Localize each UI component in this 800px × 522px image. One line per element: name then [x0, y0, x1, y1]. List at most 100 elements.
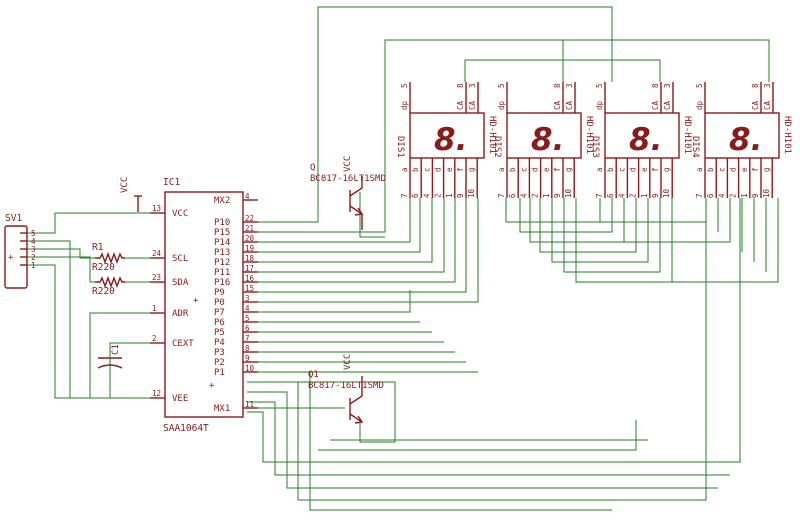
display-top-pin-sub: CA	[565, 100, 574, 110]
display-bottom-pin-sub: c	[617, 167, 626, 172]
ic-pin-number: 22	[245, 214, 254, 223]
display-bottom-pin: 6	[508, 193, 517, 198]
display-bottom-pin: 10	[662, 188, 671, 198]
display-bottom-pin-sub: d	[434, 167, 443, 172]
ic-pin-name: P0	[214, 298, 225, 308]
display-top-pin: 5	[695, 83, 704, 88]
ic-pin-number: 7	[245, 334, 250, 343]
display-bottom-pin: 9	[651, 193, 660, 198]
display-top-pin: 8	[651, 83, 660, 88]
ic-pin-number: 13	[152, 204, 161, 213]
ic-center-mark: +	[209, 381, 215, 391]
ic-pin-number: 8	[245, 344, 250, 353]
display-bottom-pin: 1	[445, 193, 454, 198]
display-bottom-pin-sub: e	[640, 167, 649, 172]
display-top-pin: 8	[751, 83, 760, 88]
display-top-pin-sub: CA	[553, 100, 562, 110]
ic-pin-number: 4	[245, 192, 250, 201]
ic-pin-number: 18	[245, 254, 255, 263]
display-bottom-pin: 7	[400, 193, 409, 198]
ic-pin-name: SDA	[172, 278, 189, 288]
display-digit: 8.	[531, 122, 564, 158]
wiring	[27, 6, 779, 511]
display-bottom-pin: 9	[553, 193, 562, 198]
ic-pin-name: P14	[214, 238, 230, 248]
display-bottom-pin-sub: a	[400, 167, 409, 172]
ic-pin-name: P1	[214, 368, 225, 378]
r1-value: R220	[92, 262, 115, 273]
display-part: HD-H101	[682, 116, 692, 154]
ic-orientation-mark: +	[193, 296, 199, 306]
display-bottom-pin: 7	[497, 193, 506, 198]
display-bottom-pin-sub: a	[695, 167, 704, 172]
ic-pin-number: 10	[245, 364, 255, 373]
display-part: HD-H101	[584, 116, 594, 154]
display-bottom-pin: 2	[729, 193, 738, 198]
display-top-pin-sub: CA	[468, 100, 477, 110]
ic-pin-number: 1	[152, 304, 157, 313]
display-top-pin-sub: dp	[497, 100, 506, 110]
display-bottom-pin: 6	[411, 193, 420, 198]
q-part: BC817-16LT1SMD	[310, 174, 386, 184]
ic-pin-number: 9	[245, 354, 250, 363]
display-bottom-pin-sub: d	[729, 167, 738, 172]
display-bottom-pin-sub: f	[651, 167, 660, 172]
connector-pin-label: 2	[31, 253, 36, 262]
display-top-pin-sub: dp	[695, 100, 704, 110]
display-bottom-pin-sub: g	[564, 167, 573, 172]
display-top-pin: 5	[400, 83, 409, 88]
connector-pin-label: 5	[31, 229, 36, 238]
r2-value: R220	[92, 286, 115, 297]
display-top-pin: 3	[468, 83, 477, 88]
display-bottom-pin-sub: b	[706, 167, 715, 172]
ic-pin-name: P6	[214, 318, 225, 328]
display-bottom-pin: 4	[717, 193, 726, 198]
connector-polarity-icon: +	[8, 253, 14, 263]
connector-pin-label: 4	[31, 237, 36, 246]
display-name: DIS1	[395, 136, 405, 158]
display-bottom-pin: 1	[542, 193, 551, 198]
ic-pin-name: ADR	[172, 309, 189, 319]
display-top-pin: 3	[763, 83, 772, 88]
display-bottom-pin-sub: d	[531, 167, 540, 172]
display-bottom-pin: 7	[695, 193, 704, 198]
display-bottom-pin-sub: c	[519, 167, 528, 172]
ic-pin-number: 21	[245, 224, 254, 233]
ic-pin-name: P7	[214, 308, 225, 318]
ic-pin-number: 16	[245, 274, 255, 283]
display-bottom-pin-sub: f	[751, 167, 760, 172]
ic-pin-name: P4	[214, 338, 225, 348]
q1-vcc-label: VCC	[343, 354, 353, 370]
ic-pin-name: P10	[214, 218, 230, 228]
display-bottom-pin: 2	[531, 193, 540, 198]
display-digit: 8.	[729, 122, 762, 158]
display-bottom-pin-sub: g	[467, 167, 476, 172]
display-bottom-pin-sub: f	[553, 167, 562, 172]
display-top-pin-sub: CA	[651, 100, 660, 110]
display-part: HD-H101	[782, 116, 792, 154]
resistor-r2: R220	[92, 276, 125, 297]
display-bottom-pin-sub: f	[456, 167, 465, 172]
display-bottom-pin: 10	[564, 188, 573, 198]
ic-pin-name: P13	[214, 248, 230, 258]
display-top-pin: 8	[553, 83, 562, 88]
display-bottom-pin: 6	[706, 193, 715, 198]
connector-pin-label: 1	[31, 261, 36, 270]
q-vcc-label: VCC	[343, 156, 353, 172]
display-bottom-pin-sub: b	[508, 167, 517, 172]
display-bottom-pin: 4	[617, 193, 626, 198]
display-top-pin-sub: CA	[456, 100, 465, 110]
ic-pin-name: P9	[214, 288, 225, 298]
display-bottom-pin-sub: d	[629, 167, 638, 172]
display-top-pin-sub: dp	[400, 100, 409, 110]
ic-pin-name: P15	[214, 228, 230, 238]
display-bottom-pin-sub: b	[606, 167, 615, 172]
q-name: Q	[310, 163, 315, 173]
ic-pin-name: MX1	[214, 404, 230, 414]
ic-pin-name: P11	[214, 268, 230, 278]
ic-pin-name: P12	[214, 258, 230, 268]
ic-pin-number: 4	[245, 304, 250, 313]
display-bottom-pin: 2	[629, 193, 638, 198]
vcc-supply-ic: VCC	[120, 177, 142, 212]
